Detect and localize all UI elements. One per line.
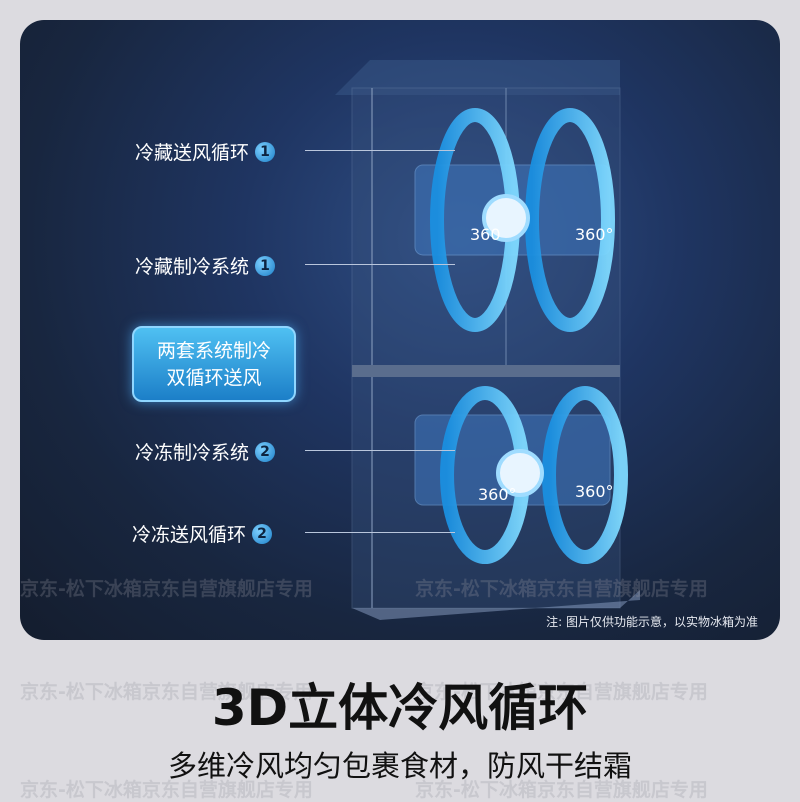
watermark: 京东-松下冰箱京东自营旗舰店专用	[20, 578, 313, 600]
watermark: 京东-松下冰箱京东自营旗舰店专用	[415, 779, 708, 801]
page-title: 3D立体冷风循环	[211, 679, 589, 737]
number-badge: 1	[255, 141, 276, 162]
watermark: 京东-松下冰箱京东自营旗舰店专用	[20, 779, 313, 801]
label-text: 冷藏制冷系统	[135, 256, 250, 278]
number-badge: 2	[255, 441, 276, 462]
watermark: 京东-松下冰箱京东自营旗舰店专用	[415, 681, 708, 703]
label-text: 冷藏送风循环	[135, 142, 250, 164]
highlight-line1: 两套系统制冷	[156, 340, 271, 362]
watermark: 京东-松下冰箱京东自营旗舰店专用	[20, 681, 313, 703]
rotation-label: 360°	[478, 485, 517, 504]
number-badge: 2	[252, 523, 273, 544]
number-badge: 1	[255, 255, 276, 276]
rotation-label: 360°	[575, 225, 614, 244]
label-text: 冷冻制冷系统	[135, 442, 250, 464]
rotation-label: 360	[470, 225, 501, 244]
connector-line	[305, 532, 455, 533]
disclaimer-note: 注: 图片仅供功能示意，以实物冰箱为准	[546, 615, 758, 629]
watermark: 京东-松下冰箱京东自营旗舰店专用	[415, 578, 708, 600]
highlight-box: 两套系统制冷 双循环送风	[132, 326, 296, 402]
connector-line	[305, 450, 455, 451]
highlight-line2: 双循环送风	[166, 367, 262, 389]
connector-line	[305, 150, 455, 151]
connector-line	[305, 264, 455, 265]
label-text: 冷冻送风循环	[132, 524, 247, 546]
rotation-label: 360°	[575, 482, 614, 501]
page-subtitle: 多维冷风均匀包裹食材，防风干结霜	[167, 749, 632, 783]
fridge-airflow-illustration	[335, 60, 640, 620]
